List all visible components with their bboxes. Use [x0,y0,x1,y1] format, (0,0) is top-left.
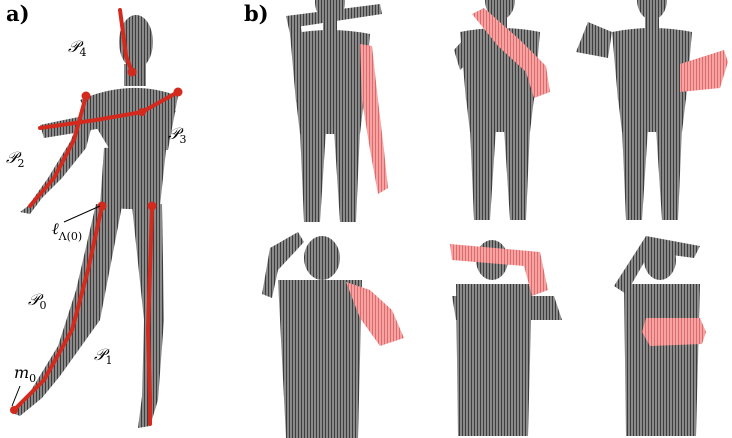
svg-text:𝒫1: 𝒫1 [94,345,113,367]
annotation-p2: 𝒫2 [6,148,25,170]
pose-2 [454,0,550,220]
pose-5 [450,240,562,436]
panel-a-label: a) [6,1,30,26]
svg-text:𝒫3: 𝒫3 [168,124,187,146]
svg-text:𝒫2: 𝒫2 [6,148,25,170]
highlighted-limb [642,318,706,346]
joint-elbow-right [138,108,146,116]
annotation-p0: 𝒫0 [28,290,47,312]
joint-head [128,68,137,77]
joint-foot-left [10,406,18,414]
panel-b-label: b) [244,1,269,26]
svg-text:𝒫0: 𝒫0 [28,290,47,312]
joint-shoulder-right [174,88,183,97]
annotation-p1: 𝒫1 [94,345,113,367]
annotation-p3: 𝒫3 [168,124,187,146]
svg-text:𝒫4: 𝒫4 [68,37,87,59]
pose-4 [262,232,404,438]
svg-text:ℓΛ(0): ℓΛ(0) [52,219,82,243]
joint-shoulder-left [82,92,91,101]
pose-6 [614,236,706,436]
svg-text:m0: m0 [14,363,36,385]
pose-1 [286,0,388,222]
joint-hip-right [148,202,157,211]
pose-3 [576,0,728,220]
highlighted-limb [360,44,388,194]
annotation-p4: 𝒫4 [68,37,87,59]
